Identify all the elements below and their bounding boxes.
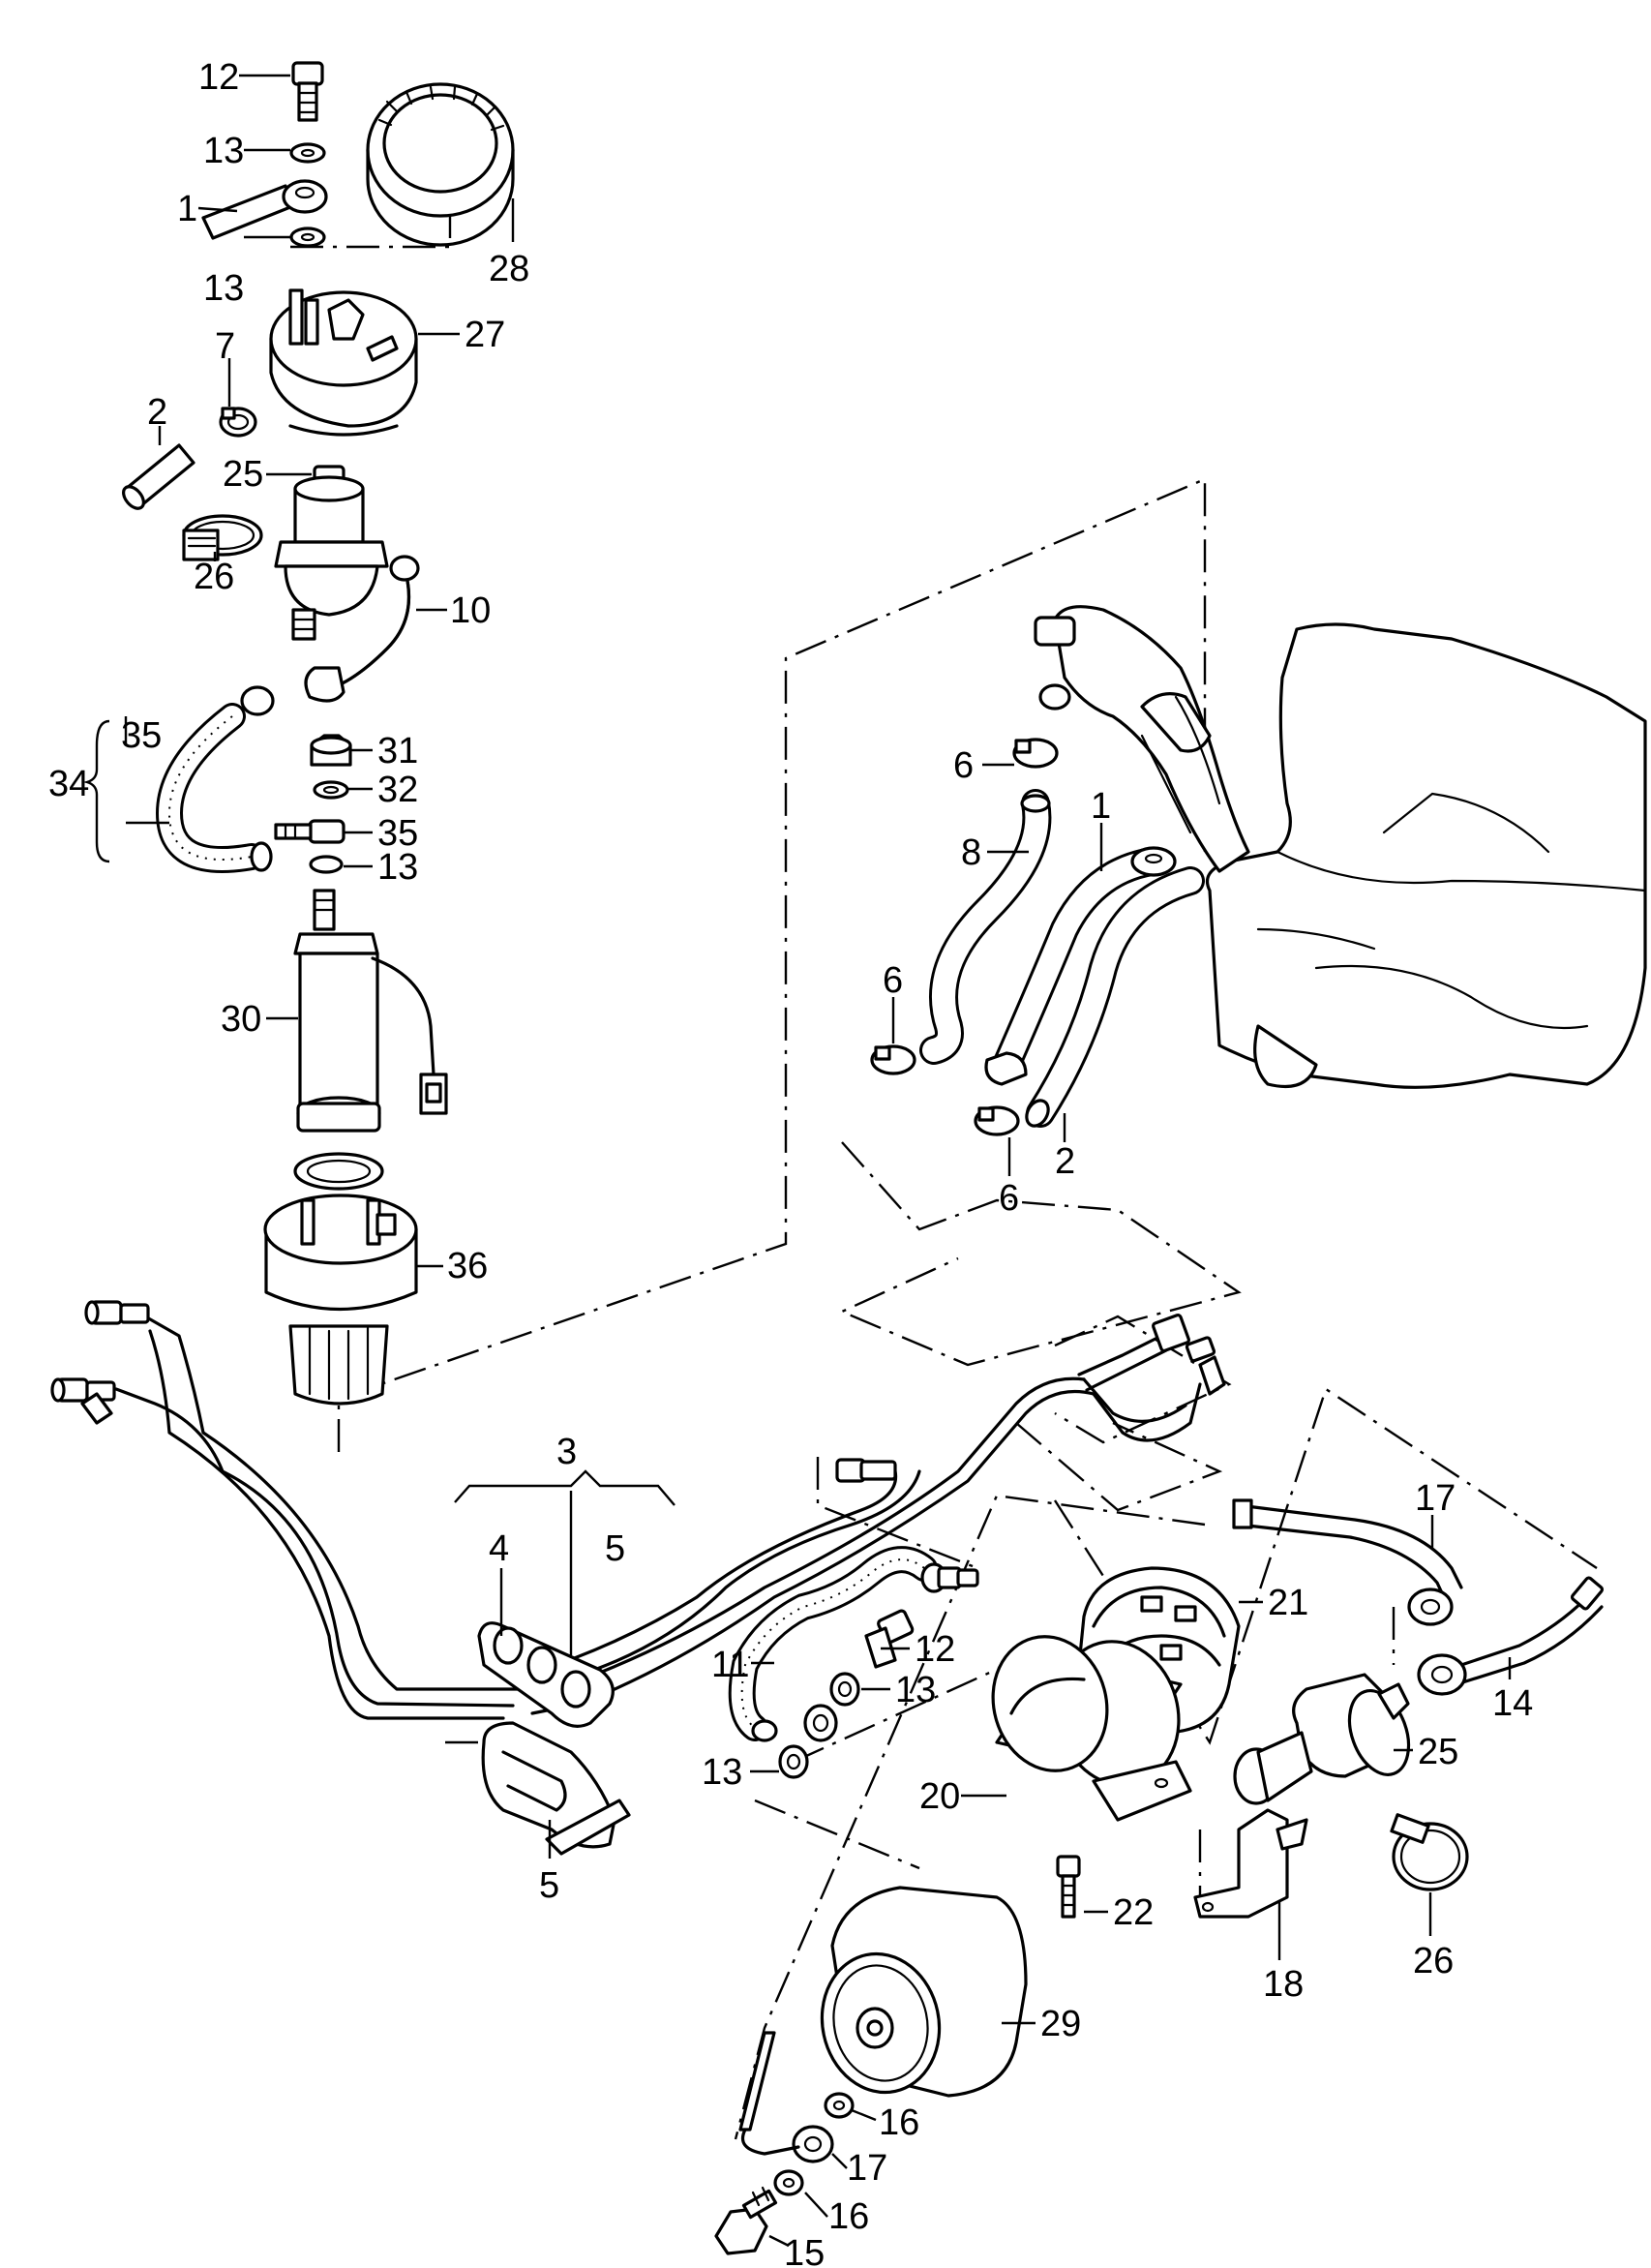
vent-hose-8: [919, 789, 1052, 1065]
hose-clip-7: [219, 407, 257, 438]
sleeve-20: [991, 1635, 1192, 1822]
union-fitting-mid: [835, 1458, 897, 1483]
callout-5: 5: [605, 1528, 625, 1569]
callout-26: 26: [194, 557, 234, 597]
callout-labels: 12 13 1 13 28 27 7 2 25 26 10 35 34 31 3…: [48, 57, 1533, 2268]
line-14: [1417, 1576, 1605, 1696]
callout-13: 13: [702, 1752, 742, 1793]
union-fitting-left-top: [84, 1300, 150, 1325]
fuel-hose-35-pipe: [155, 685, 275, 873]
callout-15: 15: [784, 2233, 825, 2268]
hose-2-short: [122, 443, 195, 510]
callout-6: 6: [883, 960, 903, 1001]
seal-ring-32: [313, 780, 349, 800]
callout-5: 5: [539, 1865, 559, 1906]
hose-clip-6-top: [1012, 738, 1059, 769]
callout-10: 10: [450, 590, 491, 631]
banjo-bolt-12: [291, 61, 324, 122]
callout-1: 1: [177, 189, 197, 229]
seal-ring-13-lower-b: [778, 1744, 809, 1779]
flange-27: [269, 288, 418, 437]
callout-26: 26: [1413, 1941, 1454, 1981]
callout-28: 28: [489, 249, 529, 289]
callout-14: 14: [1492, 1683, 1533, 1724]
seal-ring-16-upper: [824, 2092, 855, 2119]
seal-ring-13-upper: [289, 142, 326, 164]
connector-35: [274, 819, 345, 844]
banjo-bolt-15: [714, 2186, 778, 2255]
callout-11: 11: [711, 1645, 749, 1685]
seal-ring-16-lower: [773, 2169, 804, 2196]
callout-16: 16: [879, 2102, 919, 2143]
hose-clip-6-left: [870, 1044, 916, 1075]
callout-7: 7: [215, 326, 235, 367]
callout-17: 17: [847, 2148, 887, 2189]
return-hose-2: [1025, 866, 1205, 1128]
callout-3: 3: [556, 1432, 577, 1472]
callout-13: 13: [203, 131, 244, 171]
seal-28: [366, 82, 515, 247]
union-fitting-left-bottom: [50, 1377, 116, 1425]
fuel-line-1-banjo: [201, 179, 328, 240]
fuel-pump-30: [293, 889, 448, 1133]
callout-35: 35: [377, 813, 418, 854]
bracket-18: [1193, 1808, 1308, 1919]
seal-ring-13-lower: [289, 227, 326, 248]
callout-30: 30: [221, 999, 261, 1040]
hose-clamp-26-lower: [1390, 1813, 1469, 1891]
callout-22: 22: [1113, 1892, 1154, 1933]
fuel-line-1-tank: [984, 846, 1177, 1086]
banjo-bolt-12-lower: [864, 1609, 915, 1669]
fuel-lines-bundle: [114, 1314, 1226, 1720]
connector-11-end: [937, 1566, 979, 1589]
cap-nut-31: [310, 734, 352, 767]
bolt-22: [1056, 1855, 1081, 1919]
callout-25: 25: [1418, 1732, 1458, 1772]
pressure-regulator-25: [274, 465, 389, 641]
callout-6: 6: [999, 1178, 1019, 1219]
seal-ring-13-lower-a: [829, 1672, 860, 1707]
callout-16: 16: [828, 2196, 869, 2237]
seal-ring-13-pump: [309, 855, 344, 874]
callout-4: 4: [489, 1528, 509, 1569]
filler-neck: [1034, 605, 1250, 873]
callout-13: 13: [895, 1670, 936, 1710]
callout-13: 13: [377, 847, 418, 888]
callout-27: 27: [465, 315, 505, 355]
callout-32: 32: [377, 770, 418, 810]
callout-18: 18: [1263, 1964, 1304, 2005]
callout-1: 1: [1091, 786, 1111, 827]
callout-12: 12: [915, 1629, 955, 1670]
callout-31: 31: [377, 731, 418, 771]
callout-2: 2: [147, 392, 167, 433]
banjo-fitting-17-lower: [738, 2031, 834, 2163]
callout-12: 12: [198, 57, 239, 98]
line-holder-4-5: [477, 1621, 631, 1856]
line-17-to-regulator: [1232, 1498, 1463, 1626]
callout-8: 8: [961, 832, 981, 873]
callout-13: 13: [203, 268, 244, 309]
pressure-regulator-25-lower: [1233, 1673, 1411, 1805]
callout-34: 34: [48, 764, 89, 804]
callout-36: 36: [447, 1246, 488, 1286]
callout-21: 21: [1268, 1583, 1308, 1623]
callout-29: 29: [1040, 2004, 1081, 2044]
hose-clip-6-lower: [974, 1105, 1020, 1136]
callout-35: 35: [121, 715, 162, 756]
fuel-strainer-36: [263, 1152, 418, 1406]
fuel-hose-10: [304, 555, 420, 703]
callout-2: 2: [1055, 1141, 1075, 1182]
banjo-fitting-lower: [803, 1704, 838, 1742]
callout-20: 20: [919, 1776, 960, 1817]
callout-17: 17: [1415, 1478, 1456, 1519]
callout-25: 25: [223, 454, 263, 495]
fuel-filter-29: [820, 1886, 1028, 2098]
hose-clamp-26: [182, 514, 263, 561]
fuel-tank: [1205, 622, 1647, 1089]
callout-6: 6: [953, 745, 974, 786]
leader-lines: [82, 74, 1512, 2248]
